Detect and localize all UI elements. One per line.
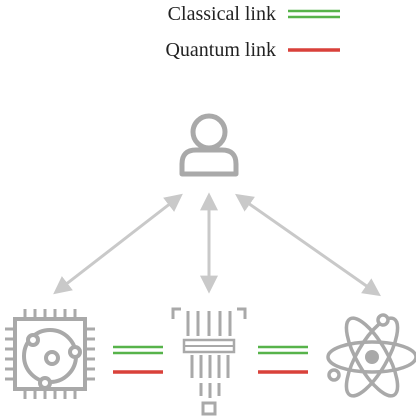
link-quantum-computer-atom (258, 345, 308, 374)
quantum-computer-icon (171, 307, 247, 416)
arrows (53, 192, 381, 297)
chip-icon (5, 309, 95, 399)
arrow-user-chip (53, 193, 183, 295)
legend-classical: Classical link (168, 2, 340, 26)
legend-quantum: Quantum link (165, 38, 340, 62)
quantum-link-swatch (288, 48, 340, 52)
atom-icon (326, 313, 416, 398)
user-icon (179, 113, 239, 177)
legend-quantum-label: Quantum link (165, 39, 276, 61)
link-chip-quantum-computer (113, 345, 163, 374)
legend-classical-label: Classical link (167, 3, 276, 25)
arrow-user-atom (235, 193, 381, 297)
classical-link-swatch (288, 9, 340, 19)
